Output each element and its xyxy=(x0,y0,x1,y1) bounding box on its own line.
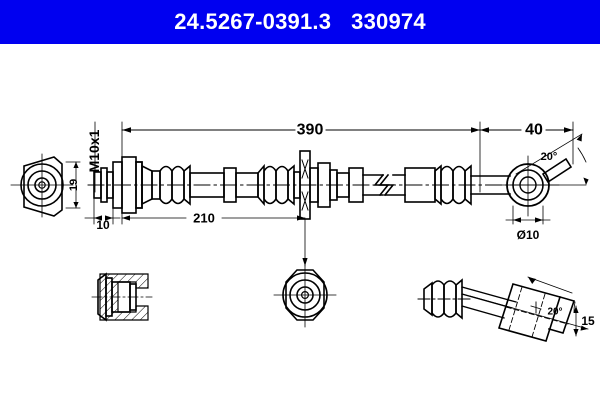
section-detail-view xyxy=(91,272,153,322)
dimension-label-d10: Ø10 xyxy=(517,228,540,242)
title-bar: 24.5267-0391.3 330974 xyxy=(0,0,600,44)
title-text: 24.5267-0391.3 330974 xyxy=(174,11,426,33)
dimension-label-10: 10 xyxy=(96,218,110,232)
dimension-label-15: 15 xyxy=(581,314,595,328)
tube-section-1 xyxy=(336,167,384,203)
dimension-40: 40 xyxy=(479,122,574,165)
dimension-10: 10 xyxy=(84,198,121,232)
dimension-label-210: 210 xyxy=(193,211,215,226)
tube-section-3 xyxy=(470,175,511,195)
thread-spec-group: M10x1 xyxy=(86,121,102,193)
left-end-view xyxy=(10,153,74,218)
hose-bellows-c xyxy=(440,164,472,206)
tube-section-2 xyxy=(404,164,442,206)
dimension-390: 390 xyxy=(121,122,481,193)
dimension-19: 19 xyxy=(65,161,81,209)
dimension-15: 15 xyxy=(573,305,595,337)
hose-bellows-a xyxy=(159,164,191,206)
main-assembly-view xyxy=(87,150,573,220)
dimension-label-19: 19 xyxy=(68,179,80,191)
dimension-label-angle-detail: 20° xyxy=(547,307,562,318)
break-symbol xyxy=(373,173,406,197)
angle-20-right: 20° xyxy=(509,133,589,186)
reference-number: 330974 xyxy=(351,9,426,34)
angled-end-detail-view: 20° 15 xyxy=(417,276,595,342)
banjo-eye xyxy=(498,155,573,217)
hose-bellows-b xyxy=(257,163,295,207)
left-hex-collar xyxy=(112,156,143,214)
bracket-end-view xyxy=(273,263,337,328)
dimension-label-40: 40 xyxy=(525,122,543,139)
dimension-label-390: 390 xyxy=(297,122,324,139)
dimension-d10: Ø10 xyxy=(505,205,551,242)
dimension-210: 210 xyxy=(121,211,308,267)
dimension-label-m10x1: M10x1 xyxy=(86,129,102,172)
dimension-label-angle-right: 20° xyxy=(541,151,558,163)
part-number: 24.5267-0391.3 xyxy=(174,9,332,34)
technical-drawing-svg: 19 M10x1 390 40 xyxy=(10,121,595,342)
drawing-canvas: 19 M10x1 390 40 xyxy=(0,44,600,400)
